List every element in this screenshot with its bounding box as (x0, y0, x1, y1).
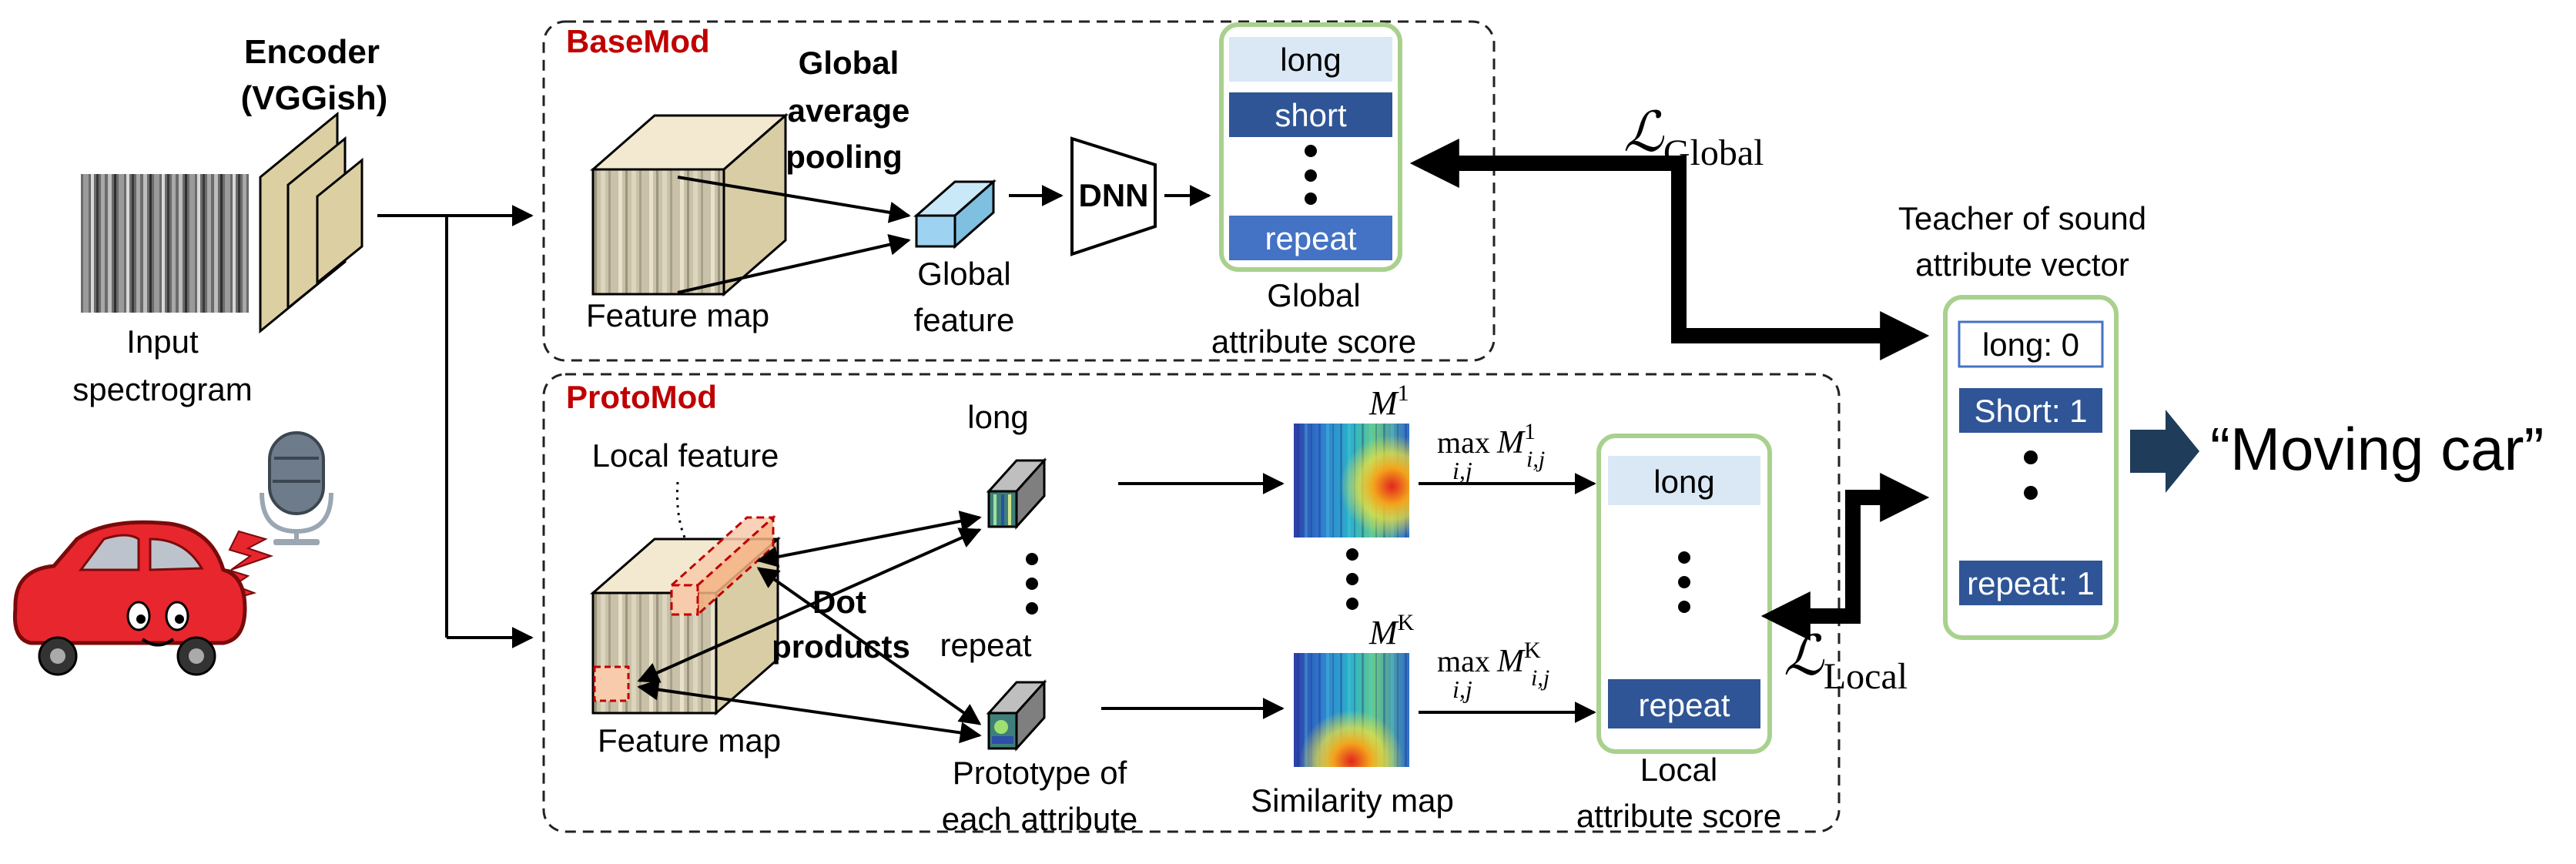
map-ellipsis-dot (1346, 548, 1358, 561)
similarity-map-top-label: M1 (1368, 380, 1409, 422)
input-label-line2: spectrogram (72, 371, 252, 407)
global-score-item-long-label: long (1280, 42, 1341, 78)
car-icon (12, 520, 247, 676)
local-ellipsis-dot (1678, 601, 1690, 613)
dot-arrow-4 (637, 678, 982, 744)
output-text: “Moving car” (2210, 415, 2544, 483)
teacher-item-repeat (1959, 561, 2102, 605)
pool-arrow-bottom (677, 233, 911, 294)
microphone-icon (260, 431, 333, 545)
dot-products-line1: Dot (812, 584, 866, 620)
teacher-ellipsis-dot (2024, 450, 2038, 464)
global-score-item-repeat (1229, 216, 1392, 260)
local-score-label-line1: Local (1640, 752, 1717, 788)
similarity-map-caption: Similarity map (1251, 782, 1454, 819)
dnn-label: DNN (1079, 177, 1149, 213)
global-loss-symbol: ℒGlobal (1623, 102, 1764, 173)
global-score-item-short-label: short (1275, 97, 1347, 133)
global-ellipsis-dot (1305, 193, 1317, 205)
prototype-long (986, 457, 1047, 530)
prototype-repeat (986, 679, 1047, 752)
prototype-ellipsis-dot (1026, 578, 1038, 590)
local-score-item-long-label: long (1653, 464, 1714, 500)
global-score-label-line2: attribute score (1211, 323, 1416, 360)
spectrogram-image (81, 174, 249, 313)
encoder-block (259, 111, 363, 334)
local-ellipsis-dot (1678, 576, 1690, 588)
pool-arrow-top (677, 176, 911, 223)
gap-label-line2: average (788, 92, 910, 129)
dot-arrow-1 (756, 511, 982, 568)
global-feature-label-line2: feature (914, 302, 1015, 338)
global-feature-label-line1: Global (917, 256, 1010, 292)
teacher-item-long (1958, 320, 2104, 368)
map-ellipsis-dot (1346, 598, 1358, 610)
max-formula-top: max i,j M1 i,j (1437, 419, 1545, 484)
svg-text:i,j: i,j (1452, 675, 1472, 703)
local-loss-arrow (1760, 472, 1930, 641)
prototype-caption-line1: Prototype of (953, 755, 1127, 791)
local-score-item-long (1608, 456, 1760, 505)
gap-label-line1: Global (799, 45, 899, 81)
dot-arrow-3 (637, 527, 982, 683)
svg-text:max: max (1437, 425, 1490, 460)
teacher-item-short (1959, 388, 2102, 433)
prototype-caption-line2: each attribute (942, 801, 1138, 837)
similarity-heatmap (1294, 653, 1409, 767)
input-label-line1: Input (126, 323, 199, 360)
similarity-heatmap (1294, 424, 1409, 537)
prototype-ellipsis-dot (1026, 553, 1038, 565)
dnn-block (1070, 136, 1157, 256)
local-feature-label: Local feature (592, 437, 779, 474)
local-score-label-line2: attribute score (1576, 798, 1781, 834)
gap-label-line3: pooling (786, 139, 903, 175)
global-score-item-repeat-label: repeat (1265, 220, 1356, 256)
prototype-top-label: long (967, 399, 1028, 435)
teacher-item-repeat-label: repeat: 1 (1967, 565, 2095, 601)
basemod-feature-map-label: Feature map (586, 297, 769, 333)
global-feature-vector (913, 179, 997, 249)
teacher-item-short-label: Short: 1 (1974, 393, 2087, 429)
encoder-title-line2: (VGGish) (241, 79, 388, 117)
input-spectrogram (81, 174, 249, 313)
local-feature-highlight-small (593, 665, 630, 702)
local-loss-symbol: ℒLocal (1784, 625, 1908, 697)
prototype-bottom-label: repeat (940, 627, 1031, 663)
protomod-feature-map-label: Feature map (598, 722, 781, 759)
global-ellipsis-dot (1305, 169, 1317, 182)
svg-text:i,j: i,j (1526, 447, 1545, 472)
local-score-item-repeat (1608, 679, 1760, 728)
global-score-label-line1: Global (1267, 277, 1360, 313)
encoder-split-arrows (377, 205, 534, 648)
teacher-vector-box (1943, 295, 2119, 640)
svg-text:max: max (1437, 644, 1490, 678)
max-formula-bottom: max i,j MK i,j (1437, 638, 1549, 703)
protomod-title: ProtoMod (566, 379, 717, 415)
similarity-map-bottom-label: MK (1368, 610, 1415, 651)
basemod-feature-map-cube (590, 112, 789, 297)
local-ellipsis-dot (1678, 551, 1690, 564)
encoder-title-line1: Encoder (244, 33, 380, 71)
teacher-ellipsis-dot (2024, 486, 2038, 500)
teacher-title-line2: attribute vector (1915, 246, 2129, 283)
local-score-item-repeat-label: repeat (1638, 687, 1730, 723)
svg-text:M1: M1 (1496, 419, 1536, 460)
map-ellipsis-dot (1346, 573, 1358, 585)
svg-text:i,j: i,j (1452, 457, 1472, 484)
basemod-title: BaseMod (566, 23, 710, 59)
output-arrow-icon (2130, 410, 2199, 493)
prototype-ellipsis-dot (1026, 602, 1038, 615)
global-score-item-long (1229, 37, 1392, 82)
svg-text:MK: MK (1496, 638, 1541, 679)
svg-text:i,j: i,j (1531, 665, 1549, 691)
teacher-title-line1: Teacher of sound (1898, 200, 2146, 236)
global-loss-arrow (1409, 138, 1930, 361)
teacher-item-long-label: long: 0 (1982, 327, 2079, 363)
global-ellipsis-dot (1305, 145, 1317, 157)
dot-products-line2: products (772, 628, 910, 665)
global-score-item-short (1229, 92, 1392, 137)
